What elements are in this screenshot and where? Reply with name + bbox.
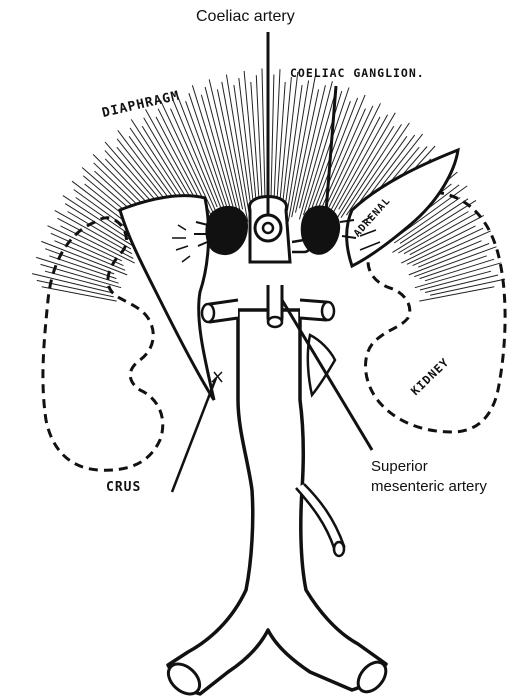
left-renal-artery-end [202, 304, 214, 322]
ima-end [334, 542, 344, 556]
diaphragm-hatch-line [42, 287, 117, 301]
diaphragm-hatch-line [287, 81, 308, 211]
label-coeliac-ganglion: COELIAC GANGLION. [290, 66, 425, 80]
left-crus [120, 196, 214, 400]
coeliac-artery-origin [255, 215, 281, 241]
diaphragm-hatch-line [419, 287, 494, 301]
leader-coeliac-ganglion [326, 86, 336, 212]
diaphragm-hatch-line [415, 263, 501, 288]
left-coeliac-ganglion [205, 206, 248, 255]
diaphragm-hatch-line [205, 87, 238, 216]
diaphragm-hatch-line [32, 274, 111, 293]
diaphragm-hatch-line [407, 228, 483, 264]
leader-crus [172, 378, 216, 492]
label-crus: CRUS [106, 480, 141, 495]
crus-mark [212, 372, 222, 382]
label-coeliac-artery: Coeliac artery [196, 8, 295, 26]
label-superior-mesenteric-artery: Superior mesenteric artery [371, 457, 491, 497]
diaphragm-hatch-line [262, 69, 265, 217]
diaphragm-hatch-line [413, 231, 491, 266]
sma-end [268, 317, 282, 327]
inferior-mesenteric-artery [296, 484, 344, 548]
diaphragm-hatch-line [48, 226, 122, 261]
right-coeliac-ganglion [301, 205, 340, 254]
right-renal-artery-end [322, 302, 334, 320]
diaphragm-hatch-line [420, 271, 491, 290]
diaphragm-hatch-line [425, 259, 494, 281]
